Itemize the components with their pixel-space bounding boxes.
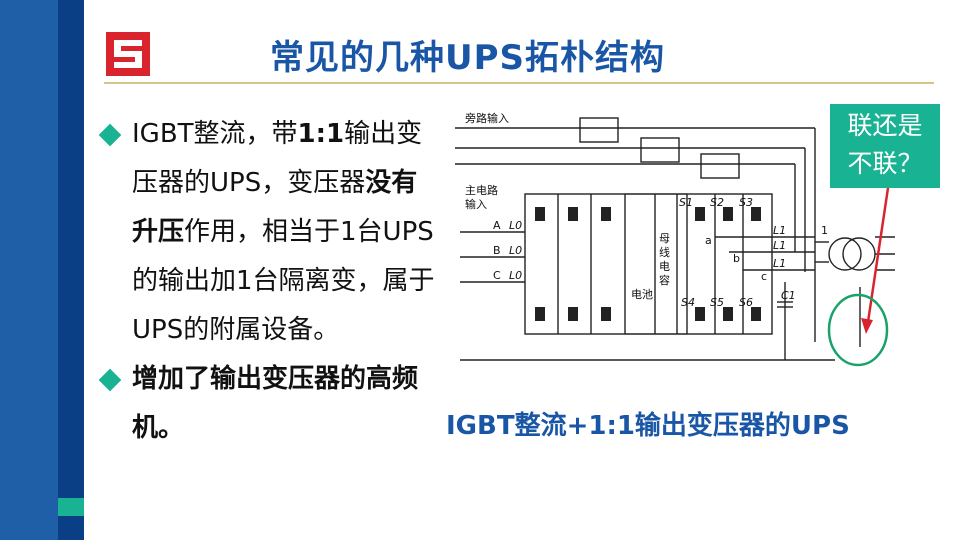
label-l1: L1 [773,224,786,237]
label-node-a: a [705,234,712,247]
label-bus-cap: 电 [659,260,670,273]
label-l0: L0 [509,219,522,232]
page-title: 常见的几种UPS拓朴结构 [270,38,666,78]
sidebar-strip [58,0,84,540]
title-divider [104,82,934,84]
label-l1: L1 [773,257,786,270]
label-node-c: c [761,270,767,283]
label-bus-cap: 线 [659,245,670,259]
label-bypass-input: 旁路输入 [465,111,509,125]
label-phase-b: B [493,244,501,257]
label-l0: L0 [509,269,522,282]
bullet-text: IGBT整流，带1:1输出变压器的UPS，变压器没有升压作用，相当于1台UPS的… [132,119,435,345]
sidebar-band [0,0,58,540]
label-s5: S5 [710,296,724,309]
bullet-list: IGBT整流，带1:1输出变压器的UPS，变压器没有升压作用，相当于1台UPS的… [98,110,440,453]
label-battery: 电池 [631,288,653,301]
label-transformer-ratio: 1 [821,224,828,237]
label-main-input-2: 输入 [465,197,487,211]
label-l0: L0 [509,244,522,257]
label-cap: C1 [781,289,796,302]
callout-box: 联还是 不联？ [830,104,940,188]
company-logo-icon [106,32,150,76]
label-s3: S3 [739,196,753,209]
bullet-text: 增加了输出变压器的高频机。 [132,364,419,443]
label-main-input-1: 主电路 [465,184,498,197]
label-l1: L1 [773,239,786,252]
callout-line: 联还是 [847,111,923,140]
sidebar-accent [58,498,84,516]
callout-line: 不联？ [847,149,923,178]
label-s1: S1 [679,196,693,209]
diamond-bullet-icon [98,368,122,392]
bullet-item: IGBT整流，带1:1输出变压器的UPS，变压器没有升压作用，相当于1台UPS的… [98,110,440,355]
label-s4: S4 [681,296,695,309]
ups-circuit-diagram: 旁路输入 主电路 输入 A B C L0 L0 L0 电池 母 线 电 容 S1… [455,111,895,361]
label-s2: S2 [710,196,724,209]
label-bus-cap: 母 [659,232,670,245]
bullet-item: 增加了输出变压器的高频机。 [98,355,440,453]
label-phase-a: A [493,219,501,232]
label-node-b: b [733,252,740,265]
label-phase-c: C [493,269,501,282]
figure-caption: IGBT整流+1:1输出变压器的UPS [446,411,850,441]
label-bus-cap: 容 [659,273,670,287]
label-s6: S6 [739,296,753,309]
diamond-bullet-icon [98,123,122,147]
